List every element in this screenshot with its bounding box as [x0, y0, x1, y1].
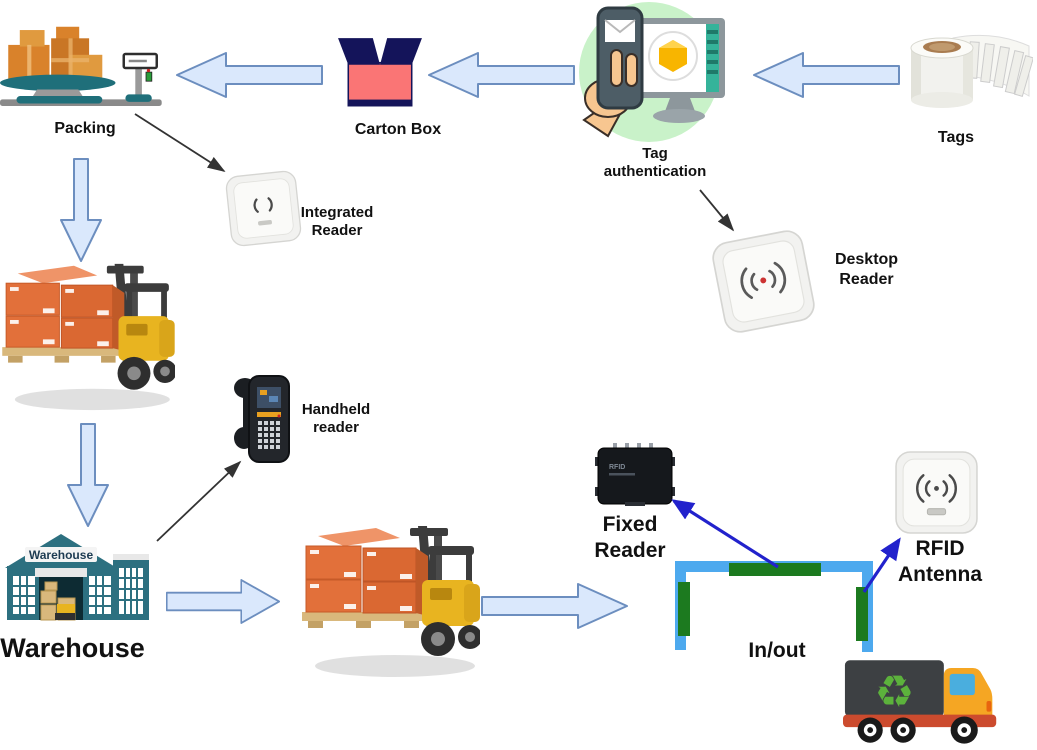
arrow-auth-to-desktop-reader-icon	[699, 189, 735, 232]
in-out-label: In/out	[748, 639, 806, 662]
gate-antenna-right-icon	[856, 587, 868, 641]
flow-arrow-left-tags-to-auth-icon	[753, 52, 900, 98]
desktop-reader-icon	[708, 226, 819, 337]
rfid-signal-icon	[740, 261, 787, 299]
rfid-signal-icon	[253, 197, 273, 213]
gate-antenna-top-icon	[729, 563, 821, 576]
packing-label: Packing	[54, 120, 116, 137]
flow-arrow-right-warehouse-to-forklift-icon	[166, 579, 280, 625]
recycling-truck-icon: ♻	[843, 660, 997, 744]
fixed-reader-label: Fixed Reader	[594, 513, 666, 562]
tag-authentication-icon	[579, 2, 725, 142]
handheld-reader-label: Handheld reader	[301, 401, 371, 437]
flow-arrow-left-carton-to-packing-icon	[176, 52, 323, 98]
carton-box-label: Carton Box	[354, 121, 442, 138]
warehouse-icon: Warehouse	[5, 534, 149, 621]
carton-box-icon	[338, 38, 422, 107]
gate-antenna-left-icon	[678, 582, 690, 636]
rfid-antenna-label: RFID Antenna	[898, 537, 982, 586]
fixed-reader-device-text: RFID	[609, 464, 625, 471]
flow-arrow-down-forklift-to-warehouse-icon	[67, 423, 109, 527]
rfid-signal-icon	[916, 474, 957, 503]
arrow-packing-to-integrated-reader-icon	[134, 113, 226, 172]
recycle-icon: ♻	[874, 666, 914, 718]
packing-station-icon	[0, 26, 162, 106]
integrated-reader-label: Integrated Reader	[300, 204, 374, 240]
warehouse-sign: Warehouse	[29, 548, 94, 562]
handheld-scanner-icon	[582, 6, 644, 138]
flow-arrow-down-packing-to-forklift-icon	[60, 158, 102, 262]
outbound-forklift-icon	[302, 526, 480, 677]
flow-arrow-left-auth-to-carton-icon	[428, 52, 575, 98]
desktop-reader-label: Desktop Reader	[834, 251, 899, 288]
flow-arrow-right-forklift-to-gate-icon	[481, 583, 628, 629]
tags-label: Tags	[937, 129, 975, 146]
handheld-reader-icon	[234, 375, 290, 463]
tags-roll-icon	[910, 34, 1033, 108]
rfid-antenna-icon	[894, 450, 979, 535]
fixed-reader-icon: RFID	[595, 443, 675, 506]
truck-wheels-icon	[857, 716, 978, 744]
arrow-warehouse-to-handheld-reader-icon	[156, 460, 242, 542]
monitor-icon	[633, 18, 725, 123]
loaded-forklift-icon	[2, 263, 175, 411]
tag-authentication-label: Tag authentication	[603, 145, 707, 181]
integrated-reader-icon	[223, 168, 303, 248]
warehouse-label: Warehouse	[0, 633, 145, 663]
